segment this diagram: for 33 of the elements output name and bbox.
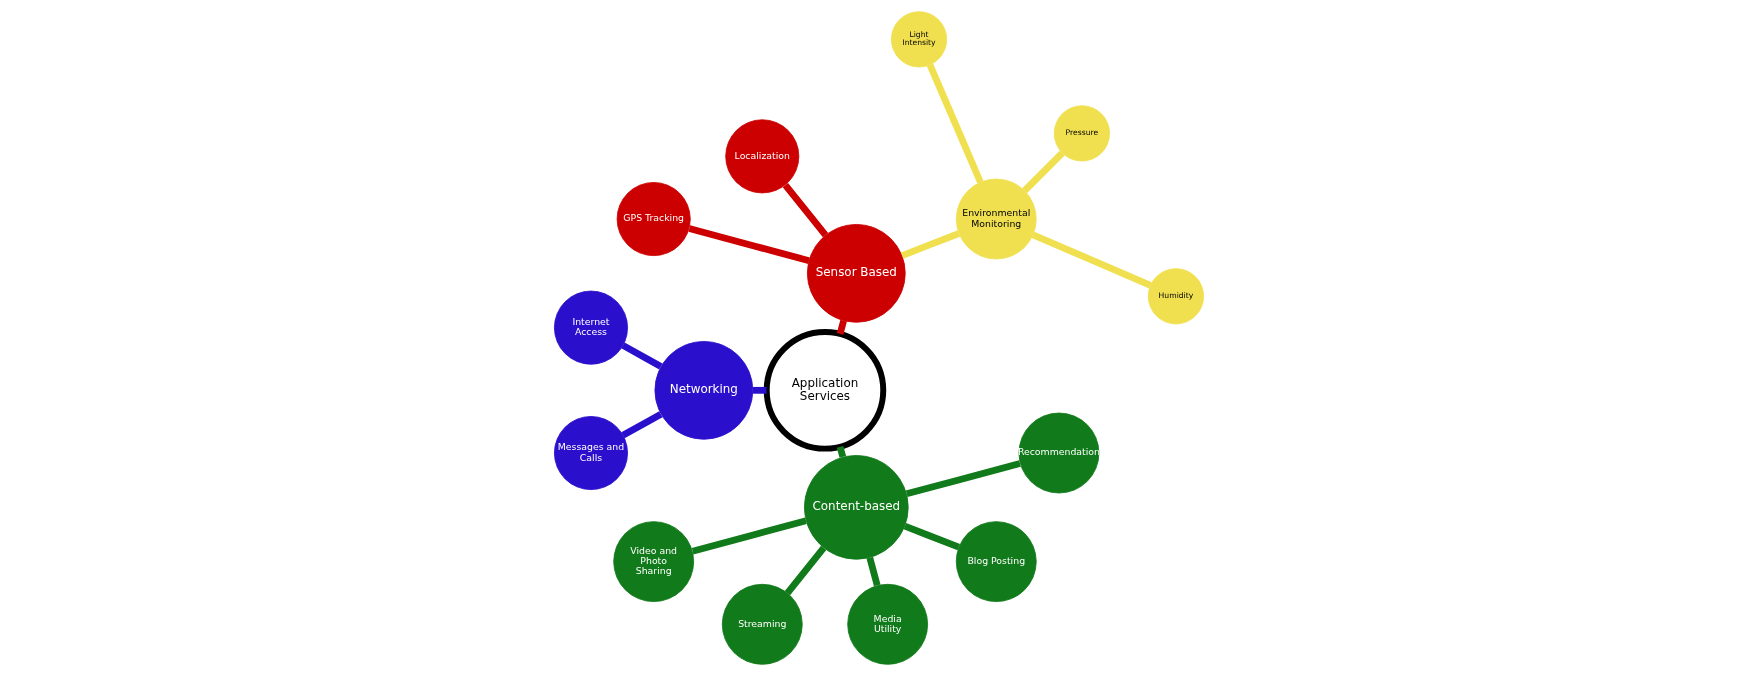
node-circle: Recommendation <box>1018 412 1099 494</box>
node-circle: Video and Photo Sharing <box>612 521 694 603</box>
connector <box>784 545 826 596</box>
connector <box>836 319 847 335</box>
connector <box>687 225 810 264</box>
connector <box>836 445 846 458</box>
connector <box>903 523 960 551</box>
connector <box>905 460 1021 498</box>
node-circle: Pressure <box>1053 105 1110 162</box>
node-circle: Environmental Monitoring <box>955 178 1037 260</box>
node-circle: Application Services <box>763 329 886 452</box>
node-circle: Localization <box>724 119 799 194</box>
node-circle: Media Utility <box>846 583 928 665</box>
connector <box>691 517 807 555</box>
node-circle: Blog Posting <box>955 521 1037 603</box>
node-circle: Messages and Calls <box>553 416 628 491</box>
connector <box>1031 231 1152 289</box>
connector <box>926 63 984 184</box>
connector <box>900 230 960 259</box>
node-circle: Content-based <box>803 455 909 560</box>
connector <box>620 342 662 370</box>
node-circle: Streaming <box>721 583 803 665</box>
connector <box>1021 150 1065 194</box>
node-circle: Networking <box>654 341 753 440</box>
node-circle: Sensor Based <box>806 224 906 323</box>
connector <box>782 182 828 238</box>
connector <box>752 386 767 394</box>
node-circle: Light Intensity <box>890 11 947 68</box>
node-circle: GPS Tracking <box>616 182 691 257</box>
node-circle: Humidity <box>1147 268 1204 325</box>
connector <box>620 411 662 439</box>
node-circle: Internet Access <box>553 290 628 365</box>
connector <box>866 556 880 587</box>
